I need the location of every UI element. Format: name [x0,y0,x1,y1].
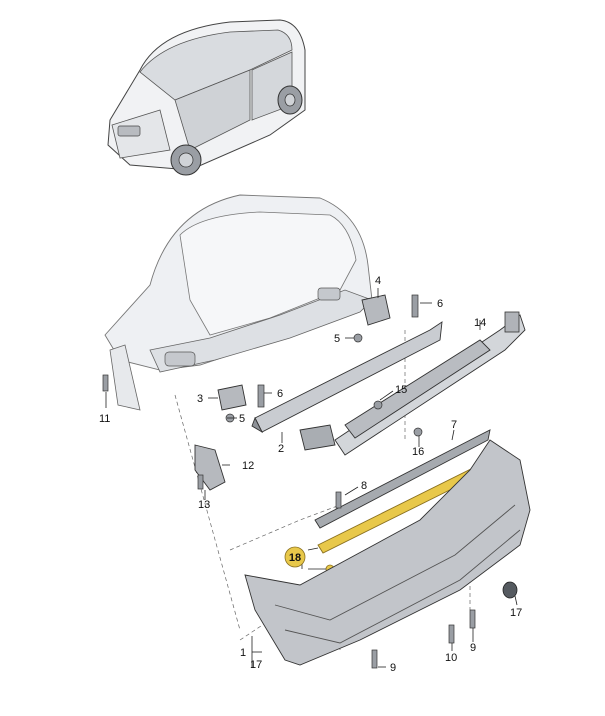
part-1-bumper-cover [244,439,531,666]
callout-14: 14 [474,317,486,329]
callout-6: 6 [277,388,283,400]
callout-6: 6 [437,298,443,310]
part-2-impact-bar [251,321,443,434]
callout-13: 13 [198,499,210,511]
callout-labels: 4 6 5 14 3 6 5 15 2 16 7 8 11 12 13 17 1… [99,275,522,674]
callout-9: 9 [390,662,396,674]
callout-1: 1 [240,647,246,659]
callout-5: 5 [239,413,245,425]
callout-3: 3 [197,393,203,405]
vehicle-rear-body [104,194,373,411]
callout-15: 15 [395,384,407,396]
callout-12: 12 [242,460,254,472]
callout-11: 11 [99,413,110,425]
callout-4: 4 [375,275,381,287]
callout-17: 17 [510,607,522,619]
callout-10: 10 [445,652,457,664]
callout-8: 8 [361,480,367,492]
callout-16: 16 [412,446,424,458]
callout-17: 17 [250,659,262,671]
small-parts [102,294,476,669]
part-14-absorber [334,311,526,456]
callout-5: 5 [334,333,340,345]
part-7-guide [314,429,491,529]
callout-9: 9 [470,642,476,654]
leader-lines [105,288,518,668]
callout-18-badge: 18 [284,546,306,568]
car-illustration-icon [107,19,306,176]
callout-7: 7 [451,419,457,431]
callout-18: 18 [289,552,301,564]
callout-2: 2 [278,443,284,455]
